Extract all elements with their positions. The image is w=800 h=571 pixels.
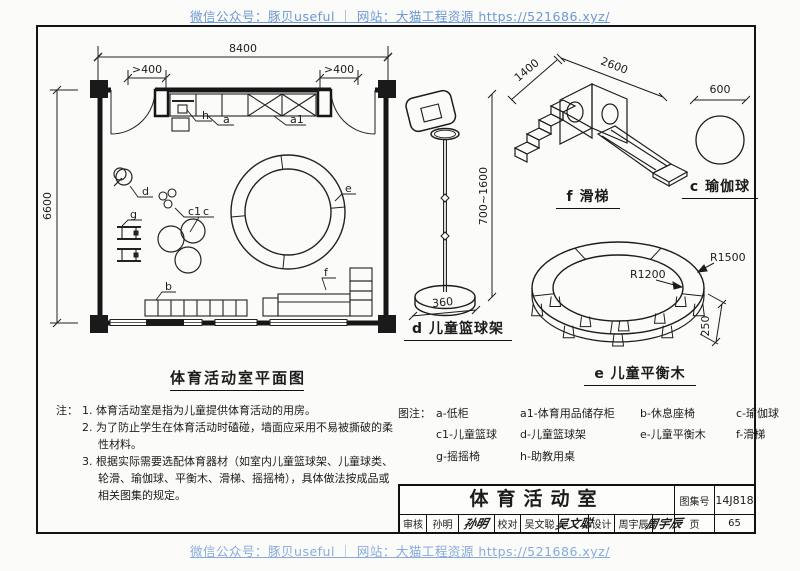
floor-plan-drawing: 8400 >400 >400 6600 xyxy=(41,42,396,333)
title-block: 体育活动室 图集号 14J818 审核 孙明 孙明 校对 吴文聪 吴文聪 设计 … xyxy=(398,484,756,534)
proofreader-signature: 吴文聪 xyxy=(553,515,594,532)
dim-yoga: 600 xyxy=(710,83,731,96)
label-b: b xyxy=(165,280,172,293)
label-c1: c1 xyxy=(188,205,201,218)
hoop xyxy=(430,127,460,141)
yoga-balls-symbol xyxy=(157,218,206,274)
legend-block: 图注： a-低柜 a1-体育用品储存柜 b-休息座椅 c-瑜伽球 c1-儿童篮球… xyxy=(398,406,779,464)
balance-beam-drawing: R1200 R1500 250 xyxy=(531,241,746,347)
rocking-chairs-symbol xyxy=(117,226,141,262)
designer-name: 周宇辰 xyxy=(614,515,652,532)
cabinet-row xyxy=(169,93,317,132)
label-h: h xyxy=(202,109,209,122)
slide-drawing: 1400 2600 xyxy=(507,53,689,188)
dim-base: 360 xyxy=(432,295,454,310)
legend-item: d-儿童篮球架 xyxy=(520,428,586,442)
dim-inner-radius: R1200 xyxy=(630,268,666,281)
note-3: 3. 根据实际需要选配体育器材（如室内儿童篮球架、儿童球类、轮滑、瑜伽球、平衡木… xyxy=(82,455,393,503)
label-a: a xyxy=(223,113,230,126)
reviewer-name: 孙明 xyxy=(426,515,458,532)
slide-dim-left-line xyxy=(507,55,563,105)
label-c: c xyxy=(203,205,209,218)
plan-dimensions xyxy=(50,46,393,328)
legend-item: a1-体育用品储存柜 xyxy=(520,407,615,420)
designer-label: 设计 xyxy=(588,515,614,532)
basketball-caption: d 儿童篮球架 xyxy=(404,318,512,341)
dim-height: 700~1600 xyxy=(477,167,490,225)
sheet-title: 体育活动室 xyxy=(469,488,605,510)
drawing-border xyxy=(36,25,756,534)
plan-walls xyxy=(90,80,396,333)
proofreader-name: 吴文聪 xyxy=(520,515,558,532)
plan-caption: 体育活动室平面图 xyxy=(170,367,304,391)
base-dim-line xyxy=(408,305,481,321)
legend-item: e-儿童平衡木 xyxy=(640,428,706,442)
dim-slide-left: 1400 xyxy=(512,56,542,84)
beam-legs xyxy=(531,296,705,347)
bench-symbol xyxy=(144,299,248,317)
legend-item: a-低柜 xyxy=(436,407,469,420)
atlas-number-label: 图集号 xyxy=(674,486,714,514)
plan-leaders xyxy=(121,109,356,301)
backboard xyxy=(405,89,457,133)
basketball-stand-symbol xyxy=(113,167,133,187)
balance-beam-symbol xyxy=(230,154,346,270)
height-dim-line xyxy=(487,89,497,302)
beam-caption: e 儿童平衡木 xyxy=(584,363,696,386)
beam-ring xyxy=(531,241,705,343)
watermark-bottom: 微信公众号：豚贝useful ｜ 网站：大猫工程资源 https://52168… xyxy=(190,544,610,559)
legend-item: c-瑜伽球 xyxy=(736,407,780,420)
slide-body xyxy=(513,83,689,188)
legend-item: c1-儿童篮球 xyxy=(436,428,498,442)
slide-dim-right-line xyxy=(556,53,668,102)
dim-beam-height: 250 xyxy=(699,316,712,337)
reviewer-label: 审核 xyxy=(403,520,423,531)
alcove-piers xyxy=(153,88,333,118)
atlas-number: 14J818 xyxy=(714,486,754,514)
legend-item: f-滑梯 xyxy=(736,428,766,442)
plan-letter-labels: h a a1 d c1 g c e b f xyxy=(130,109,352,293)
slide-caption: f 滑梯 xyxy=(556,186,620,209)
legend-item: g-摇摇椅 xyxy=(436,449,480,463)
legend-item: b-休息座椅 xyxy=(640,407,695,420)
columns xyxy=(90,80,396,333)
legend-item: h-助教用桌 xyxy=(520,449,575,463)
page-label: 页 xyxy=(674,515,714,532)
note-1: 1. 体育活动室是指为儿童提供体育活动的用房。 xyxy=(82,404,316,417)
dim-left-clear: >400 xyxy=(132,63,162,76)
basketball-stand-drawing: 700~1600 360 xyxy=(405,89,497,321)
label-e: e xyxy=(345,182,352,195)
door-swings xyxy=(110,89,376,135)
notes-prefix: 注： xyxy=(56,404,78,417)
watermark-top: 微信公众号：豚贝useful ｜ 网站：大猫工程资源 https://52168… xyxy=(190,9,610,24)
yoga-caption: c 瑜伽球 xyxy=(682,176,758,199)
dim-slide-right: 2600 xyxy=(599,55,630,77)
dim-total-width: 8400 xyxy=(229,42,257,55)
label-a1: a1 xyxy=(290,113,304,126)
kids-basketballs-symbol xyxy=(158,188,177,209)
base xyxy=(414,284,476,317)
note-2: 2. 为了防止学生在体育活动时磕碰，墙面应采用不易被撕破的柔性材料。 xyxy=(82,421,393,452)
slide-symbol xyxy=(262,267,373,317)
yoga-ball-circle xyxy=(695,115,745,165)
dim-right-clear: >400 xyxy=(324,63,354,76)
dim-outer-radius: R1500 xyxy=(710,251,746,264)
page-number: 65 xyxy=(714,515,754,532)
notes-block: 注： 1. 体育活动室是指为儿童提供体育活动的用房。 2. 为了防止学生在体育活… xyxy=(56,402,398,504)
label-f: f xyxy=(324,266,329,279)
dim-total-depth: 6600 xyxy=(41,192,54,220)
label-g: g xyxy=(130,208,137,221)
yoga-ball-drawing: 600 xyxy=(689,83,751,165)
pole xyxy=(443,139,447,292)
beam-dims xyxy=(655,262,727,347)
proofreader-label: 校对 xyxy=(494,515,520,532)
legend-prefix: 图注： xyxy=(398,407,431,420)
label-d: d xyxy=(142,185,149,198)
yoga-dim-line xyxy=(689,95,751,105)
reviewer-signature: 孙明 xyxy=(458,515,494,532)
designer-signature: 周宇辰 xyxy=(643,515,684,532)
